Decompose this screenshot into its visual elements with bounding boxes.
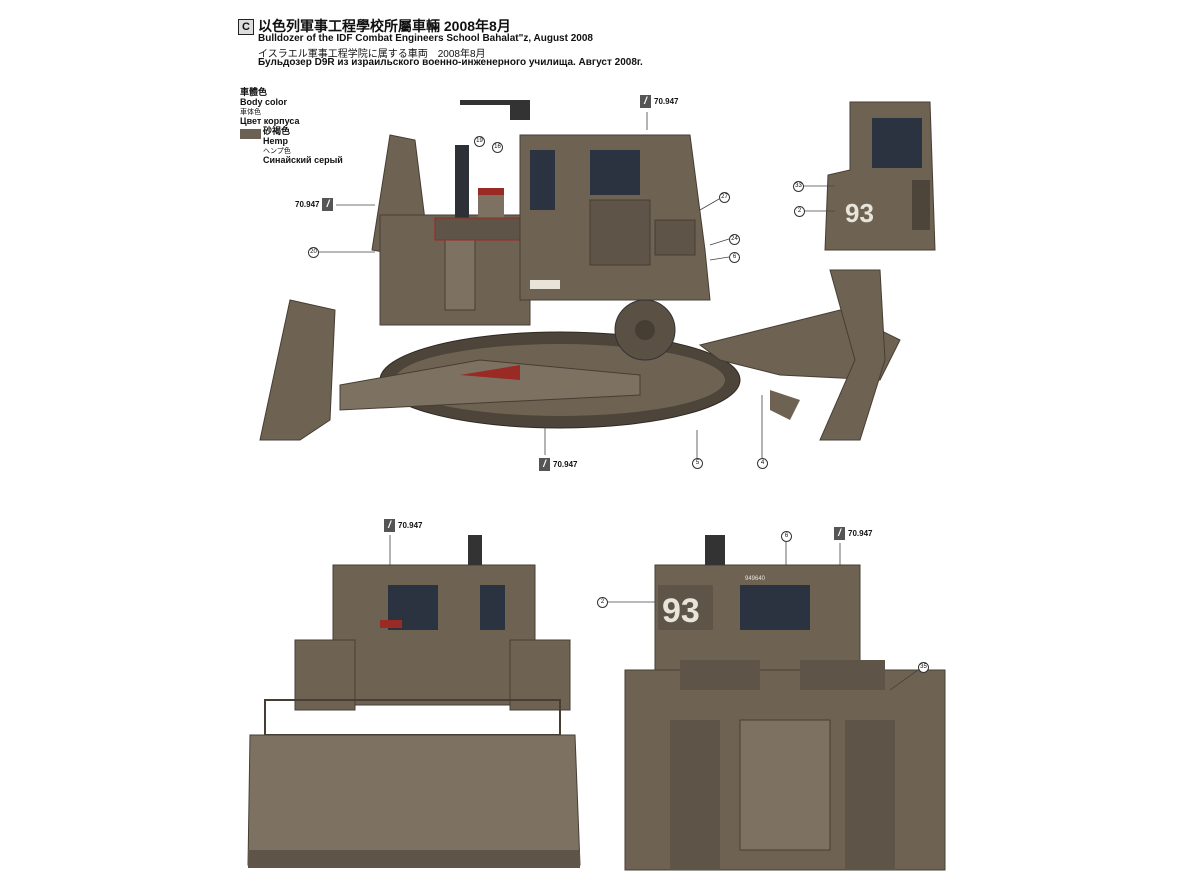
legend-color-en: Hemp xyxy=(263,136,289,146)
side-number-rear: 93 xyxy=(662,592,700,630)
paint-code: 70.947 xyxy=(848,529,873,538)
legend-heading-zh: 車體色 xyxy=(240,87,268,97)
callout-number: 20 xyxy=(308,247,319,258)
callout-number: 19 xyxy=(474,136,485,147)
paint-callout: /70.947 xyxy=(834,527,872,540)
rear-view: 93 949640 xyxy=(624,535,946,871)
paint-code: 70.947 xyxy=(295,200,320,209)
callout-number: 6 xyxy=(781,531,792,542)
legend-color-ru: Синайский серый xyxy=(263,155,343,165)
callout-number: 16 xyxy=(492,142,503,153)
legend-color-ja: ヘンプ色 xyxy=(263,148,291,155)
front-view xyxy=(247,535,581,868)
front-cab-view: 93 xyxy=(824,101,936,251)
leader-lines xyxy=(318,112,919,691)
callout-number: 33 xyxy=(793,181,804,192)
brush-icon: / xyxy=(322,198,334,211)
callout-number: 6 xyxy=(729,252,740,263)
legend-heading: 車體色 Body color 車体色 Цвет корпуса xyxy=(240,88,300,127)
brush-icon: / xyxy=(640,95,651,108)
callout-number: 4 xyxy=(757,458,768,469)
section-badge: C xyxy=(238,19,254,35)
title-chinese: 以色列軍事工程學校所屬車輛 2008年8月 xyxy=(258,18,511,34)
legend-color-zh: 砂褐色 xyxy=(263,126,291,136)
title-english: Bulldozer of the IDF Combat Engineers Sc… xyxy=(258,33,593,44)
paint-code: 70.947 xyxy=(553,460,578,469)
title-japanese: イスラエル軍事工程学院に属する車両 2008年8月 xyxy=(258,49,486,60)
legend-heading-ru: Цвет корпуса xyxy=(240,116,300,126)
plate-number: 949640 xyxy=(745,576,766,582)
brush-icon: / xyxy=(384,519,395,532)
color-swatch-hemp xyxy=(240,129,261,139)
paint-callout: /70.947 xyxy=(640,95,678,108)
callout-number: 27 xyxy=(719,192,730,203)
legend-heading-ja: 車体色 xyxy=(240,109,261,116)
callout-number: 2 xyxy=(597,597,608,608)
paint-callout: /70.947 xyxy=(384,519,422,532)
legend-heading-en: Body color xyxy=(240,97,288,107)
paint-code: 70.947 xyxy=(654,97,679,106)
paint-callout: /70.947 xyxy=(539,458,577,471)
callout-number: 35 xyxy=(918,662,929,673)
paint-callout: 70.947/ xyxy=(295,198,334,211)
paint-code: 70.947 xyxy=(398,521,423,530)
callout-number: 24 xyxy=(729,234,740,245)
legend-color: 砂褐色 Hemp ヘンプ色 Синайский серый xyxy=(263,127,343,166)
side-number-small: 93 xyxy=(845,198,874,228)
callout-number: 2 xyxy=(794,206,805,217)
side-view xyxy=(259,100,901,441)
brush-icon: / xyxy=(834,527,845,540)
brush-icon: / xyxy=(539,458,550,471)
callout-number: 5 xyxy=(692,458,703,469)
title-russian: Бульдозер D9R из израильского военно-инж… xyxy=(258,57,643,68)
